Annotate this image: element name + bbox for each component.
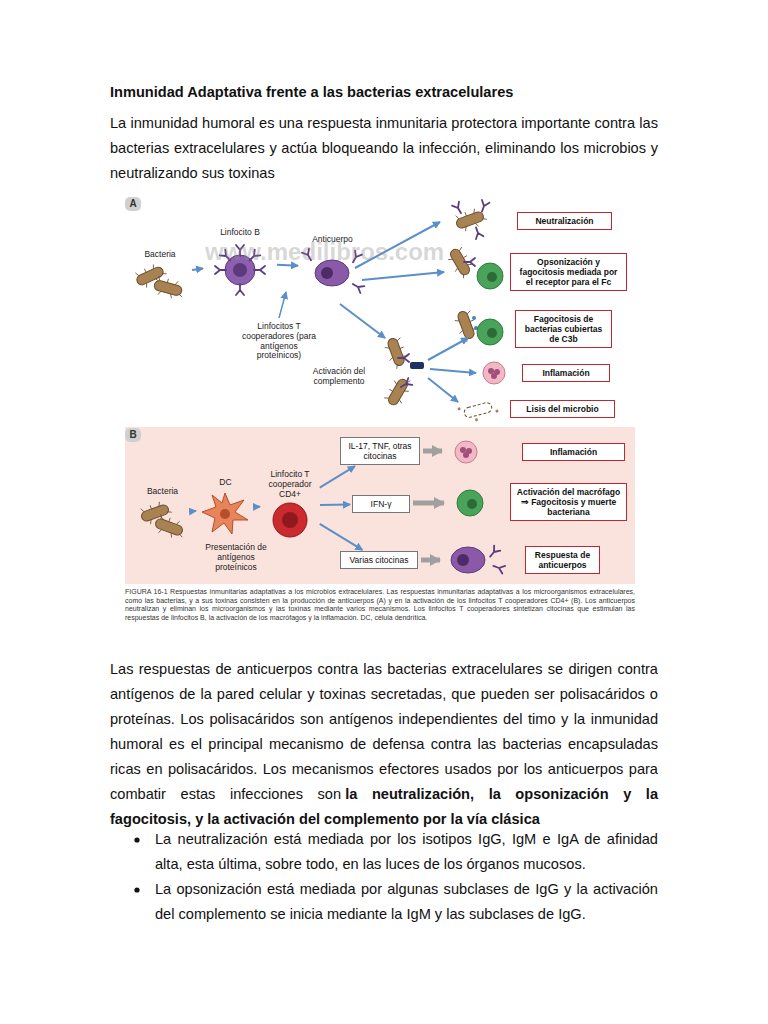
dendritic-cell: DC: [198, 478, 253, 538]
effect-box: Inflamación: [522, 443, 625, 461]
figure-label: Linfocitos T cooperadores (para antígeno…: [240, 322, 318, 361]
body-paragraph-container: Las respuestas de anticuerpos contra las…: [110, 657, 658, 832]
node-label: Inflamación: [527, 447, 620, 457]
node-label: Activación del macrófago ⇒ Fagocitosis y…: [515, 487, 622, 518]
node-label: Opsonización y fagocitosis mediada por e…: [515, 257, 622, 288]
panel-letter: B: [125, 429, 141, 440]
node-label: Bacteria: [130, 250, 190, 260]
bacteria-icon: Bacteria: [130, 250, 190, 300]
node-label: IL-17, TNF, otras citocinas: [345, 441, 415, 461]
bacteria-icon-drawing: [135, 497, 190, 542]
node-label: DC: [198, 478, 253, 488]
body-paragraph: Las respuestas de anticuerpos contra las…: [110, 661, 658, 802]
effect-box: Activación del macrófago ⇒ Fagocitosis y…: [510, 483, 627, 522]
figure-label: Activación del complemento: [308, 367, 370, 387]
flow-arrow: [320, 524, 363, 550]
node-label: Varias citocinas: [345, 555, 413, 565]
flow-arrow: [320, 504, 350, 507]
figure-caption: FIGURA 16-1 Respuestas inmunitarias adap…: [125, 588, 635, 622]
bullet-item: La opsonización está mediada por algunas…: [155, 877, 658, 927]
flow-arrow: [255, 506, 260, 508]
body-paragraph: La inmunidad humoral es una respuesta in…: [110, 111, 658, 186]
node-label: Lisis del microbio: [515, 404, 610, 414]
node-label: Respuesta de anticuerpos: [530, 550, 595, 570]
bacteria-icon: Bacteria: [135, 487, 190, 542]
node-label: Inflamación: [527, 368, 605, 378]
effect-box: Inflamación: [522, 364, 610, 382]
cytokine-box: IFN-γ: [352, 495, 410, 513]
dendritic-cell-drawing: [198, 488, 253, 538]
effect-box: Fagocitosis de bacterias cubiertas de C3…: [515, 310, 612, 349]
cytokine-box: IL-17, TNF, otras citocinas: [340, 437, 420, 465]
page-heading: Inmunidad Adaptativa frente a las bacter…: [110, 84, 658, 100]
node-label: Fagocitosis de bacterias cubiertas de C3…: [520, 314, 607, 345]
node-label: Linfocito B: [205, 228, 275, 238]
effect-box: Neutralización: [517, 212, 612, 230]
node-label: IFN-γ: [357, 499, 405, 509]
effect-box: Lisis del microbio: [510, 400, 615, 418]
flow-arrow: [192, 510, 196, 512]
figure-label: Presentación de antígenos proteínicos: [196, 543, 276, 572]
flow-arrow: [192, 268, 203, 270]
effect-box: Respuesta de anticuerpos: [525, 546, 600, 574]
effect-box: Opsonización y fagocitosis mediada por e…: [510, 253, 627, 292]
bacteria-icon-drawing: [130, 260, 190, 300]
cytokine-box: Varias citocinas: [340, 551, 418, 569]
watermark: www.medilibros.com: [205, 238, 444, 266]
bullet-item: La neutralización está mediada por los i…: [155, 827, 658, 877]
node-label: Bacteria: [135, 487, 190, 497]
flow-arrow: [320, 466, 355, 487]
panel-letter: A: [125, 198, 141, 209]
t-cell-drawing: [262, 499, 318, 541]
t-cell: Linfocito T cooperador CD4+: [262, 470, 318, 541]
node-label: Neutralización: [522, 216, 607, 226]
node-label: Linfocito T cooperador CD4+: [262, 470, 318, 499]
